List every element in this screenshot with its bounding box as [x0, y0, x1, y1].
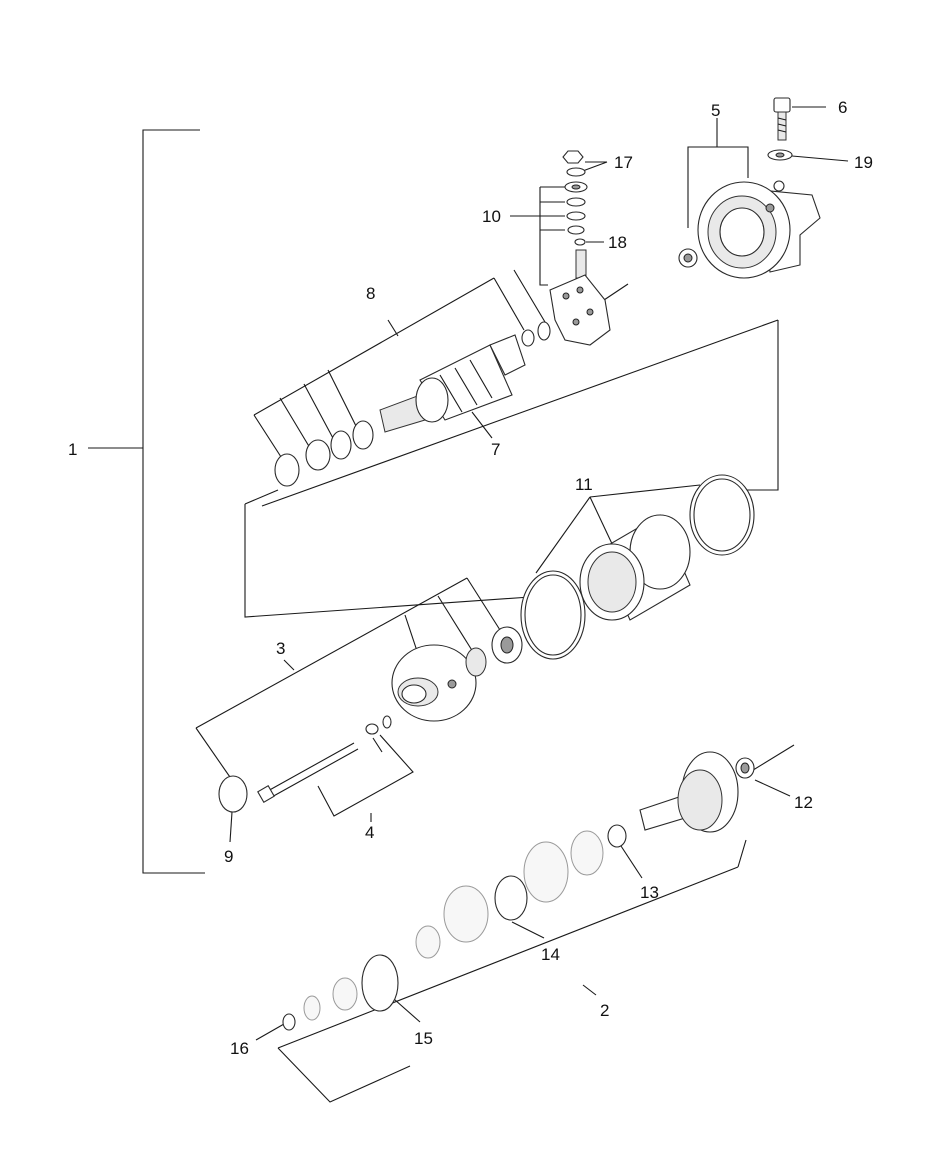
yoke-and-o-rings-part-11	[520, 474, 755, 660]
callout-1: 1	[68, 440, 77, 459]
callout-2: 2	[600, 1001, 609, 1020]
callout-12: 12	[794, 793, 813, 812]
leader-lines	[88, 106, 849, 1103]
snap-ring-part-13	[607, 824, 627, 848]
callout-8: 8	[366, 284, 375, 303]
callout-7: 7	[491, 440, 500, 459]
callout-11: 11	[575, 475, 593, 494]
callout-6: 6	[838, 98, 847, 117]
callout-15: 15	[414, 1029, 433, 1048]
front-housing-part-3	[391, 626, 523, 722]
callout-19: 19	[854, 153, 873, 172]
bolt-part-6	[773, 97, 791, 141]
nut-washer-stack-part-17	[562, 150, 588, 279]
callout-10: 10	[482, 207, 501, 226]
armature-part-7	[379, 334, 526, 433]
callout-17: 17	[614, 153, 633, 172]
through-bolt-part-4	[257, 715, 392, 803]
washer-part-19	[767, 149, 793, 161]
armature-washers-part-8	[274, 420, 374, 487]
callout-5: 5	[711, 101, 720, 120]
callout-18: 18	[608, 233, 627, 252]
callout-14: 14	[541, 945, 560, 964]
pinion-shaft-part-12	[639, 751, 755, 833]
brush-plate	[549, 274, 611, 346]
callout-16: 16	[230, 1039, 249, 1058]
cap-part-9	[218, 775, 248, 813]
brush-holder-housing-part-5	[678, 180, 821, 279]
callout-3: 3	[276, 639, 285, 658]
armature-end-washers	[521, 321, 551, 347]
callout-9: 9	[224, 847, 233, 866]
clutch-assembly-parts	[282, 830, 604, 1031]
callout-13: 13	[640, 883, 659, 902]
callout-4: 4	[365, 823, 374, 842]
